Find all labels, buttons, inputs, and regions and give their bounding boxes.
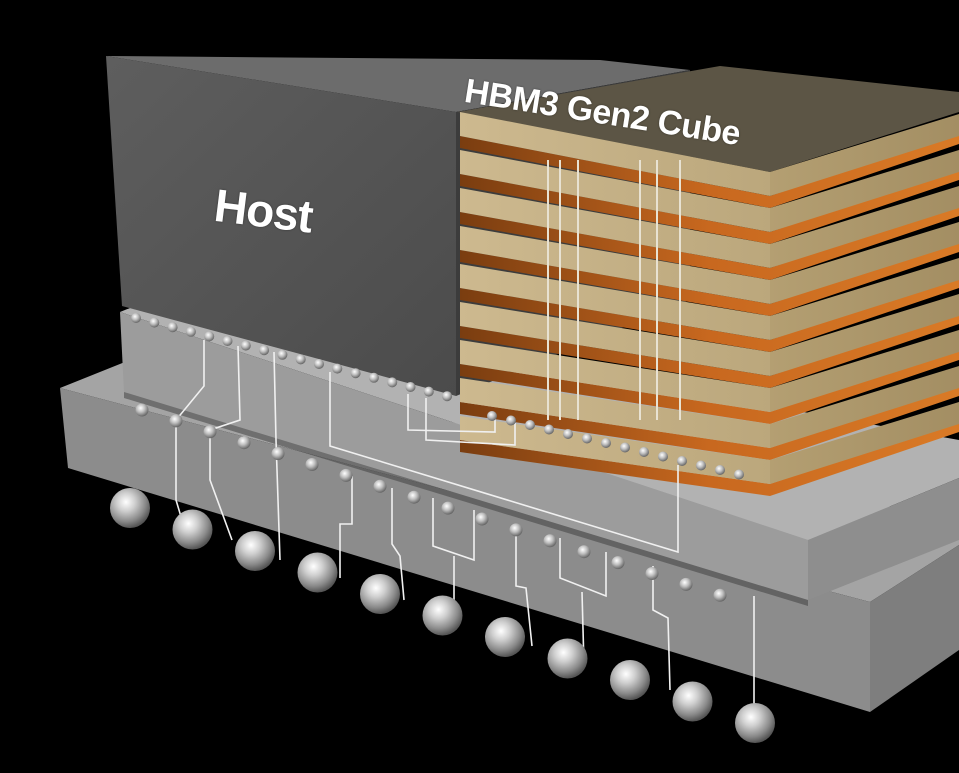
micro-bump [204, 331, 215, 342]
dram-die-layer [460, 366, 959, 460]
solder-ball [422, 595, 463, 636]
solder-ball [297, 552, 338, 593]
solder-ball [735, 703, 775, 743]
solder-ball [172, 509, 213, 550]
micro-bump [487, 411, 497, 421]
micro-bump [339, 468, 353, 482]
micro-bump [577, 545, 591, 559]
micro-bump [407, 490, 421, 504]
micro-bump [373, 479, 387, 493]
micro-bump [582, 433, 592, 444]
micro-bump [237, 436, 251, 450]
solder-balls [110, 488, 775, 743]
micro-bump [185, 326, 196, 337]
dram-die-layer [460, 150, 959, 244]
micro-bump [525, 420, 535, 430]
micro-bump [544, 424, 554, 435]
micro-bump [441, 501, 455, 515]
micro-bump [715, 465, 725, 475]
signal-traces [175, 340, 755, 718]
micro-bump [305, 458, 319, 471]
micro-bump [149, 317, 160, 328]
micro-bump [442, 391, 453, 402]
micro-bump [222, 336, 233, 346]
micro-bump [332, 363, 343, 374]
solder-ball [485, 617, 525, 657]
micro-bump [563, 429, 573, 439]
micro-bump [506, 415, 516, 426]
micro-bump [387, 377, 398, 388]
micro-bump [696, 460, 706, 471]
micro-bump [713, 588, 727, 602]
micro-bump [658, 451, 668, 462]
micro-bump [475, 512, 489, 526]
micro-bump [259, 345, 270, 356]
micro-bump [295, 354, 306, 365]
micro-bump [368, 372, 379, 383]
micro-bump [679, 577, 693, 591]
micro-bump [314, 359, 324, 369]
micro-bumps [131, 313, 744, 602]
micro-bump [509, 523, 523, 537]
micro-bump [169, 414, 183, 428]
micro-bump [271, 447, 285, 461]
micro-bump [601, 438, 611, 448]
micro-bump [645, 567, 659, 580]
solder-ball [110, 488, 150, 528]
solder-ball [547, 638, 588, 679]
micro-bump [135, 403, 149, 417]
dram-die-layer [460, 112, 959, 208]
solder-ball [610, 660, 650, 700]
micro-bump [423, 386, 434, 397]
dram-die-layer [460, 402, 959, 496]
micro-bump [240, 340, 251, 351]
micro-bump [167, 322, 178, 333]
micro-bump [277, 349, 288, 360]
micro-bump [639, 447, 649, 457]
micro-bump [611, 556, 625, 570]
solder-ball [672, 681, 713, 722]
solder-ball [360, 574, 400, 614]
solder-ball [235, 531, 275, 571]
micro-bump [734, 469, 744, 480]
hbm-cube [458, 66, 959, 496]
micro-bump [405, 382, 416, 392]
micro-bump [350, 368, 361, 379]
micro-bump [131, 313, 141, 323]
micro-bump [203, 425, 217, 439]
micro-bump [620, 442, 630, 453]
micro-bump [677, 456, 687, 466]
micro-bump [543, 534, 557, 548]
